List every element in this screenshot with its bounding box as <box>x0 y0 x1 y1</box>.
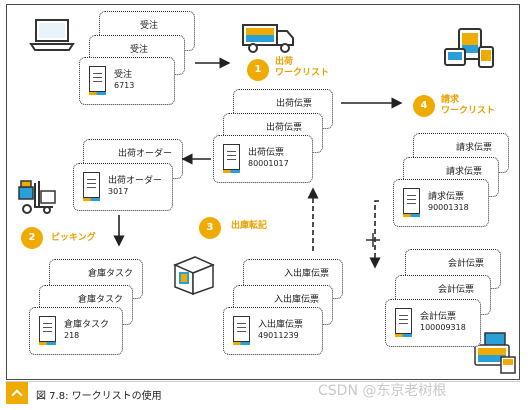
laptop-icon <box>29 19 75 51</box>
delivery-truck-icon <box>242 24 294 53</box>
document-icon <box>89 66 106 95</box>
document-icon <box>83 172 100 201</box>
step-2-badge: 2 <box>21 227 43 249</box>
sales-order-doc: 受注 6713 <box>79 57 175 105</box>
goods-issue-doc: 入出庫伝票 49011239 <box>223 307 323 355</box>
document-icon <box>233 316 250 345</box>
step-1-label: 出荷 ワークリスト <box>275 57 330 78</box>
step-4-label: 請求 ワークリスト <box>441 95 496 116</box>
step-2-label: ピッキング <box>51 233 96 243</box>
cursor-icon <box>366 233 380 247</box>
accounting-devices-icon <box>474 332 516 374</box>
diagram-frame: 受注 受注 受注 6713 1 出荷 ワークリスト 4 請求 ワークリスト <box>6 4 520 380</box>
billing-devices-icon <box>444 28 494 68</box>
document-icon <box>395 308 412 337</box>
delivery-doc: 出荷伝票 80001017 <box>213 135 313 183</box>
warehouse-task-doc: 倉庫タスク 218 <box>29 307 123 355</box>
caption-bar: 図 7.8: ワークリストの使用 <box>6 381 520 404</box>
billing-doc: 請求伝票 90001318 <box>393 179 489 227</box>
delivery-order-doc: 出荷オーダー 3017 <box>73 163 173 211</box>
step-1-badge: 1 <box>247 59 269 81</box>
figure-caption: 図 7.8: ワークリストの使用 <box>36 391 162 402</box>
accounting-doc: 会計伝票 100009318 <box>385 299 481 347</box>
step-4-badge: 4 <box>413 95 435 117</box>
document-icon <box>223 144 240 173</box>
chevron-up-icon[interactable] <box>6 382 28 404</box>
document-icon <box>39 316 56 345</box>
step-3-label: 出庫転記 <box>231 221 268 231</box>
forklift-icon <box>18 180 56 214</box>
warehouse-box-icon <box>173 256 215 295</box>
document-icon <box>403 188 420 217</box>
step-3-badge: 3 <box>199 217 221 239</box>
flow-arrows <box>113 57 403 269</box>
watermark: CSDN @东京老树根 <box>318 383 447 399</box>
arrow-billing-to-accounting <box>369 200 381 269</box>
